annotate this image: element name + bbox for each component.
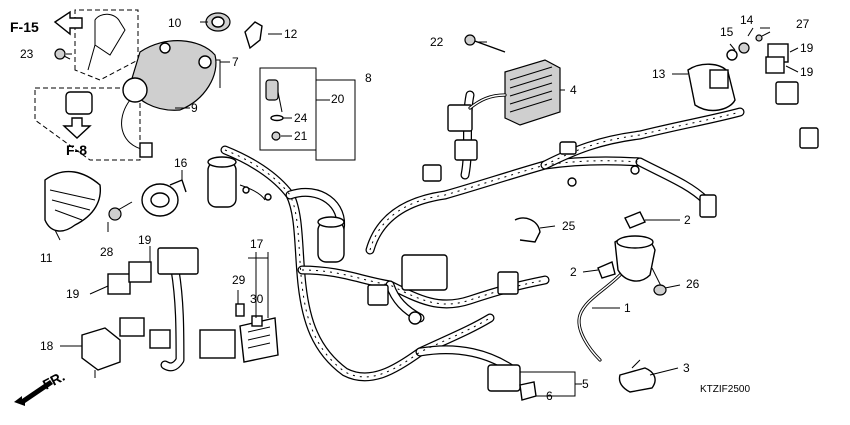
clip-25[interactable] <box>514 217 541 243</box>
ref-arrow-f15 <box>53 10 83 36</box>
callout-25: 25 <box>562 219 576 233</box>
callout-4: 4 <box>570 83 577 97</box>
relay-holder-13[interactable] <box>687 63 736 112</box>
clamp-6[interactable] <box>519 381 537 401</box>
clamp-2-lower[interactable] <box>597 261 616 279</box>
leader-lines <box>54 21 799 397</box>
clamp-2-upper[interactable] <box>624 211 646 229</box>
callout-18: 18 <box>40 339 54 353</box>
clip-14-15[interactable] <box>726 31 771 61</box>
spark-plug-cap-3[interactable] <box>618 359 656 393</box>
callout-2-upper: 2 <box>684 213 691 227</box>
fuse-box-17[interactable] <box>235 303 279 363</box>
callout-20: 20 <box>331 92 345 106</box>
callout-14: 14 <box>740 13 754 27</box>
relay-19-left[interactable] <box>107 261 152 295</box>
callout-6: 6 <box>546 389 553 403</box>
ref-arrow-f8 <box>62 117 92 139</box>
harness-connectors <box>207 81 819 392</box>
callout-15: 15 <box>720 25 734 39</box>
module-18[interactable] <box>81 327 121 378</box>
sub-harness-left[interactable] <box>119 247 236 372</box>
callout-16: 16 <box>174 156 188 170</box>
callout-23: 23 <box>20 47 34 61</box>
cover-11[interactable] <box>44 170 102 232</box>
grommet-10[interactable] <box>205 12 231 32</box>
clip-12[interactable] <box>244 21 263 50</box>
callout-9: 9 <box>191 101 198 115</box>
callout-7: 7 <box>232 55 239 69</box>
callout-11: 11 <box>40 251 53 265</box>
callout-10: 10 <box>168 16 182 30</box>
socket-assembly-20[interactable] <box>259 67 317 151</box>
callout-1: 1 <box>624 301 631 315</box>
callout-12: 12 <box>284 27 298 41</box>
callout-30: 30 <box>250 292 264 306</box>
callout-17: 17 <box>250 237 264 251</box>
bolt-28[interactable] <box>108 201 133 221</box>
relay-19-top[interactable] <box>765 43 789 74</box>
bolt-22[interactable] <box>464 34 506 53</box>
callout-8: 8 <box>365 71 372 85</box>
callout-19-a: 19 <box>800 41 814 55</box>
horn-16[interactable] <box>141 179 187 217</box>
callout-13: 13 <box>652 67 666 81</box>
callout-21: 21 <box>294 129 308 143</box>
callout-19-b: 19 <box>800 65 814 79</box>
callout-2-lower: 2 <box>570 265 577 279</box>
ignition-switch-assembly[interactable] <box>34 9 221 161</box>
front-direction-arrow <box>14 380 53 406</box>
callout-28: 28 <box>100 245 114 259</box>
callout-3: 3 <box>683 361 690 375</box>
callout-19-d: 19 <box>66 287 80 301</box>
bolt-26[interactable] <box>651 267 667 296</box>
screw-23[interactable] <box>54 48 71 60</box>
ref-f8-label: F-8 <box>66 142 87 158</box>
callout-26: 26 <box>686 277 700 291</box>
diagram-code: KTZIF2500 <box>700 384 750 395</box>
callout-29: 29 <box>232 273 246 287</box>
callout-22: 22 <box>430 35 444 49</box>
regulator-rectifier[interactable] <box>468 59 561 126</box>
callout-19-c: 19 <box>138 233 152 247</box>
callout-5: 5 <box>582 377 589 391</box>
callout-27: 27 <box>796 17 810 31</box>
ignition-coil-1[interactable] <box>577 235 656 362</box>
callout-24: 24 <box>294 111 308 125</box>
ref-f15-label: F-15 <box>10 19 39 35</box>
